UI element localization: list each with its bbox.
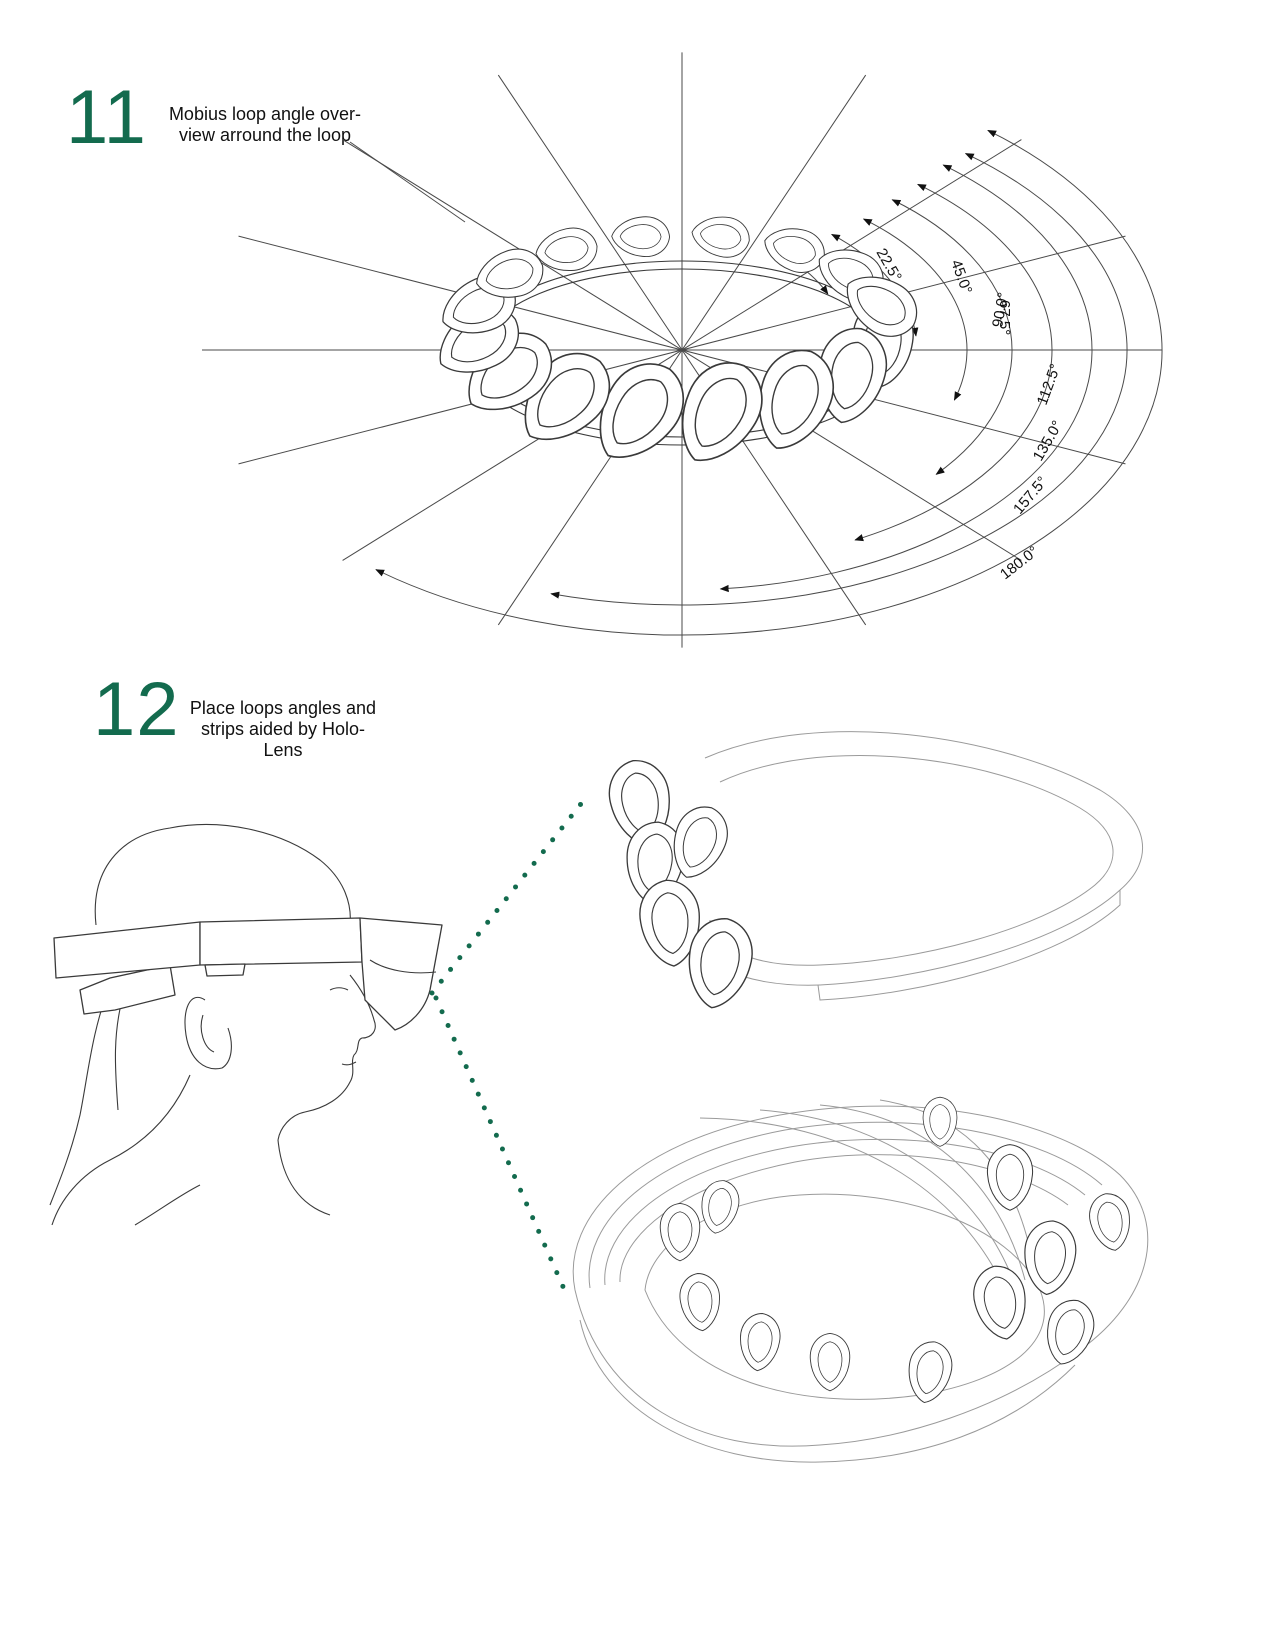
step-12-caption-line2: strips aided by Holo- bbox=[200, 719, 366, 739]
model-bottom-loop-5 bbox=[908, 1341, 953, 1403]
sight-line-upper bbox=[429, 797, 587, 996]
dimension-arc-7 bbox=[375, 129, 1163, 636]
angle-label-45: 45.0° bbox=[947, 258, 975, 297]
ring-loop-15 bbox=[846, 276, 918, 337]
caption-leader-line bbox=[349, 141, 466, 223]
model-loops-bottom bbox=[659, 1096, 1130, 1403]
eye bbox=[329, 987, 349, 991]
strip-twist-2 bbox=[759, 1109, 1016, 1286]
step-11-caption: Mobius loop angle over- view arround the… bbox=[150, 104, 380, 146]
step-11-caption-line2: view arround the loop bbox=[178, 125, 352, 145]
ring-loop-2 bbox=[758, 349, 834, 449]
headset-band-center bbox=[199, 917, 363, 966]
model-bottom-loop-6 bbox=[973, 1265, 1026, 1340]
step-11-number: 11 bbox=[66, 75, 147, 160]
strip-twist-1 bbox=[699, 1117, 1006, 1291]
step-11-caption-line1: Mobius loop angle over- bbox=[168, 104, 362, 124]
ring-loop-11 bbox=[611, 216, 671, 257]
angle-label-67-5: 67.5° bbox=[996, 300, 1013, 335]
model-loops-top bbox=[608, 760, 753, 1009]
model-top-loop-4 bbox=[673, 806, 728, 878]
ring-loop-4 bbox=[599, 363, 685, 458]
model-bottom-loop-3 bbox=[740, 1313, 781, 1372]
shoulder-line bbox=[134, 1184, 201, 1226]
neck-back bbox=[51, 1074, 191, 1226]
step-12-caption-line3: Lens bbox=[263, 740, 303, 760]
ring-loop-13 bbox=[764, 228, 825, 273]
strip-outer-1 bbox=[572, 1105, 1149, 1447]
model-bottom-loop-0 bbox=[659, 1202, 701, 1262]
angle-label-157-5: 157.5° bbox=[1010, 473, 1051, 517]
dimension-arc-6 bbox=[550, 153, 1128, 606]
completed-mobius-model bbox=[572, 1096, 1149, 1463]
ring-with-loops-model bbox=[608, 731, 1143, 1009]
model-top-loop-2 bbox=[639, 879, 700, 967]
model-ring-side bbox=[817, 890, 1121, 1001]
step-12-caption-line1: Place loops angles and bbox=[189, 698, 377, 718]
step-12-number: 12 bbox=[93, 667, 180, 752]
hololens-user-illustration bbox=[49, 797, 587, 1301]
angle-label-112-5: 112.5° bbox=[1034, 362, 1064, 408]
sight-lines bbox=[429, 797, 587, 1301]
visor-edge bbox=[369, 959, 437, 974]
model-bottom-loop-7 bbox=[1024, 1220, 1077, 1296]
hair-back bbox=[49, 984, 111, 1206]
model-bottom-loop-1 bbox=[701, 1180, 740, 1234]
model-bottom-loop-4 bbox=[809, 1332, 851, 1392]
mobius-loops bbox=[439, 216, 918, 462]
ring-loop-12 bbox=[691, 216, 750, 258]
ring-loop-1 bbox=[818, 327, 888, 424]
ring-loop-3 bbox=[681, 362, 763, 462]
strip-outer-2 bbox=[588, 1121, 1103, 1289]
model-bottom-loop-8 bbox=[986, 1144, 1034, 1211]
model-ring-inner bbox=[709, 755, 1114, 966]
model-bottom-loop-9 bbox=[1047, 1299, 1095, 1365]
ring-loop-10 bbox=[535, 227, 598, 271]
angle-label-90: 90.0° bbox=[989, 291, 1012, 329]
angle-dimension-arcs bbox=[375, 129, 1163, 636]
model-top-loop-3 bbox=[688, 918, 753, 1009]
mobius-angle-diagram: 22.5° 45.0° 67.5° 90.0° 112.5° 135.0° 15… bbox=[202, 52, 1163, 648]
strip-bottom-band bbox=[579, 1319, 1076, 1463]
step-12-caption: Place loops angles and strips aided by H… bbox=[178, 698, 388, 761]
sight-line-lower bbox=[433, 995, 571, 1301]
ring-loop-9 bbox=[476, 248, 544, 298]
face-profile bbox=[277, 974, 376, 1141]
model-ring-outer bbox=[687, 731, 1143, 986]
headset-band-rear bbox=[79, 964, 176, 1015]
headset-band-left bbox=[53, 921, 201, 979]
ear-inner bbox=[200, 1014, 215, 1053]
headset-band-tab bbox=[204, 963, 246, 977]
strip-twist-3 bbox=[819, 1104, 1026, 1281]
model-bottom-loop-2 bbox=[679, 1273, 720, 1332]
head-outline bbox=[94, 823, 351, 926]
model-bottom-loop-10 bbox=[922, 1096, 958, 1147]
ear bbox=[184, 996, 232, 1070]
model-bottom-loop-11 bbox=[1089, 1193, 1130, 1251]
headset-visor bbox=[359, 917, 443, 1031]
mouth bbox=[341, 1061, 357, 1066]
neck-front bbox=[277, 1139, 331, 1216]
